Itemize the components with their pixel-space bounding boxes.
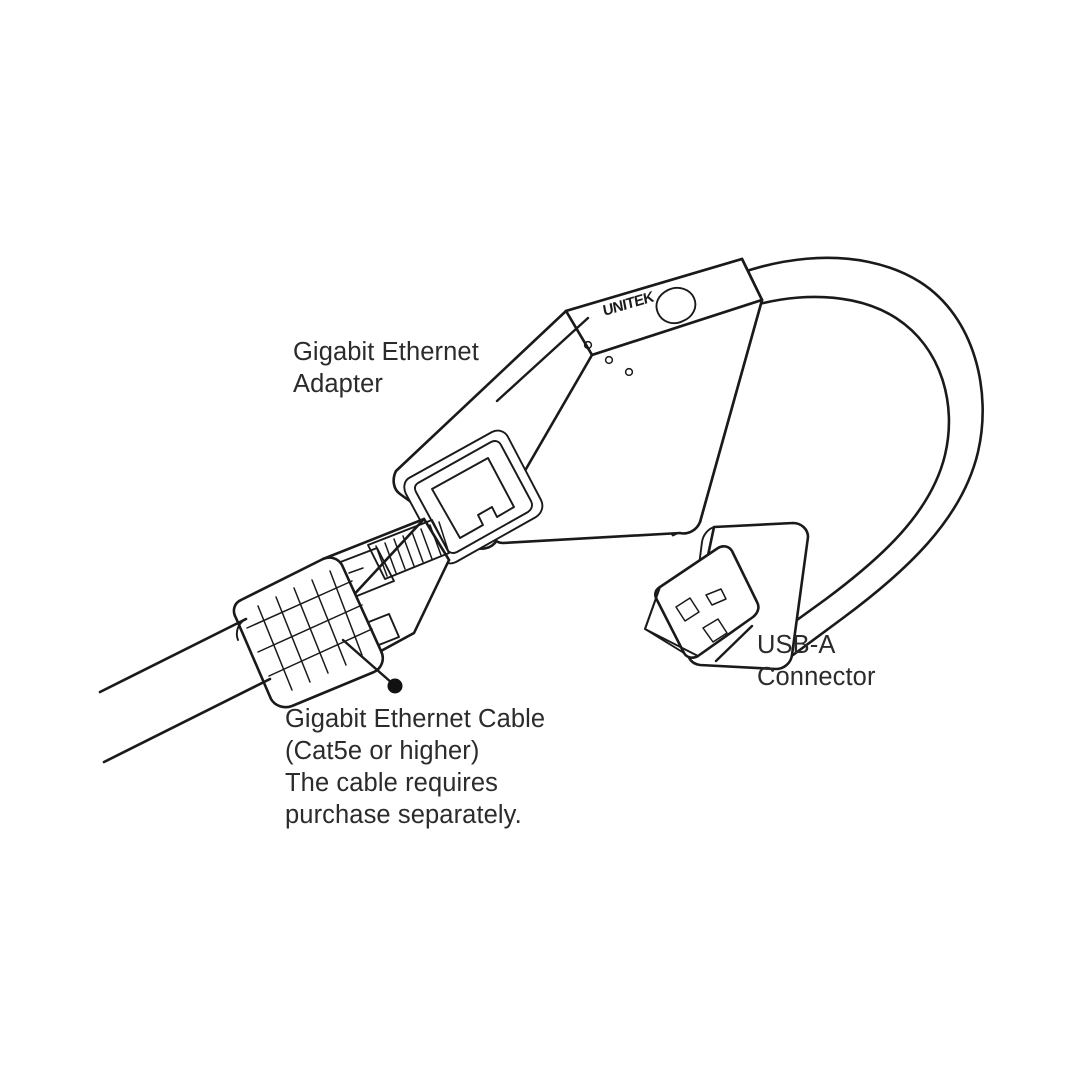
usb-a-connector [644,521,810,671]
rj45-contact-pins [367,519,450,580]
rj45-plug-assembly [98,517,451,764]
callout-adapter-line-2: Adapter [293,370,384,398]
callout-adapter-line-1: Gigabit Ethernet [293,338,479,366]
led-indicator-1 [583,340,593,350]
led-indicators [583,340,634,377]
adapter-usb-cable [671,256,984,657]
usb-shield-cutouts [675,588,728,643]
callout-cable-line-3: The cable requires [285,769,498,797]
callout-cable-line-1: Gigabit Ethernet Cable [285,705,546,733]
callout-cable: Gigabit Ethernet Cable (Cat5e or higher)… [285,703,545,831]
boot-ribs [246,570,373,691]
callout-usb-line-1: USB-A [757,631,836,659]
callout-cable-line-4: purchase separately. [285,801,522,829]
leader-line-adapter [495,316,590,403]
leader-line-cable [341,638,394,685]
leader-dot-cable [387,678,403,694]
callout-usb: USB-A Connector [757,629,876,693]
callout-usb-line-2: Connector [757,663,876,691]
callout-adapter: Gigabit Ethernet Adapter [293,336,479,400]
led-indicator-3 [624,367,634,377]
led-indicator-2 [604,355,614,365]
callout-cable-line-2: (Cat5e or higher) [285,737,480,765]
leader-line-usb [714,624,754,663]
gigabit-ethernet-adapter-body: UNITEK [392,257,764,565]
callout-leaders [341,316,754,694]
